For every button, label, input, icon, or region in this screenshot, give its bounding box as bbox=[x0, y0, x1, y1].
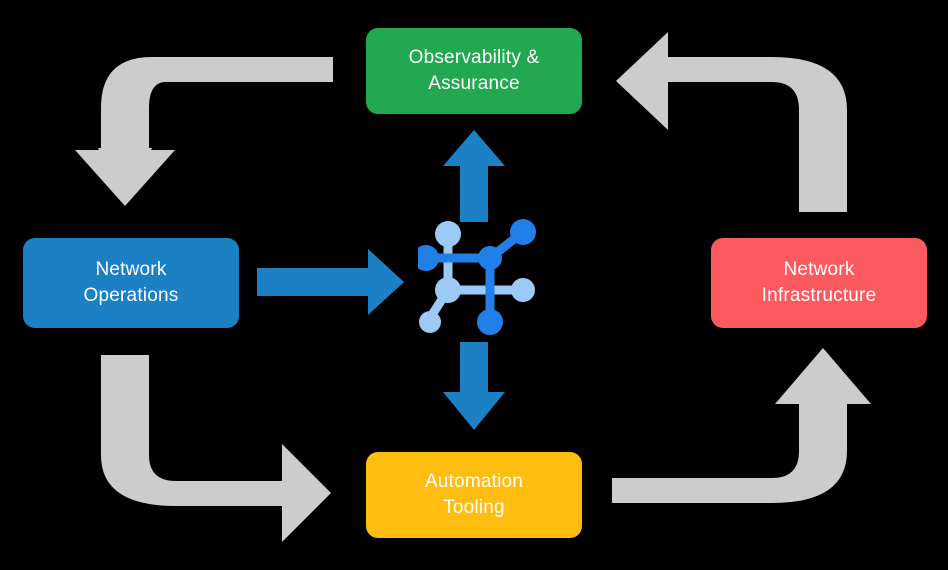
direct-arrow-center-to-automation bbox=[443, 342, 505, 430]
flow-arrow-observability-to-operations-body bbox=[101, 57, 333, 150]
node-observability-label: Observability & Assurance bbox=[408, 47, 540, 94]
flow-arrow-automation-to-infrastructure bbox=[612, 404, 847, 503]
node-automation-label: Automation Tooling bbox=[424, 471, 524, 518]
node-automation-tooling[interactable]: Automation Tooling bbox=[366, 452, 582, 538]
direct-arrow-center-to-observability bbox=[443, 130, 505, 222]
node-observability-assurance[interactable]: Observability & Assurance bbox=[366, 28, 582, 114]
flow-arrowhead-down-left bbox=[75, 150, 175, 206]
network-topology-icon bbox=[418, 219, 536, 335]
node-infrastructure-label: Network Infrastructure bbox=[761, 259, 877, 306]
node-network-infrastructure[interactable]: Network Infrastructure bbox=[711, 238, 927, 328]
flow-arrowhead-right-bottom bbox=[282, 444, 331, 542]
flow-arrow-infrastructure-to-observability bbox=[668, 57, 847, 212]
flow-arrowhead-left-top bbox=[616, 32, 668, 130]
flow-arrow-operations-to-automation bbox=[101, 355, 282, 506]
direct-arrow-operations-to-center bbox=[257, 249, 404, 315]
flow-arrowhead-up-right bbox=[775, 348, 871, 404]
node-operations-label: Network Operations bbox=[83, 259, 179, 306]
node-network-operations[interactable]: Network Operations bbox=[23, 238, 239, 328]
